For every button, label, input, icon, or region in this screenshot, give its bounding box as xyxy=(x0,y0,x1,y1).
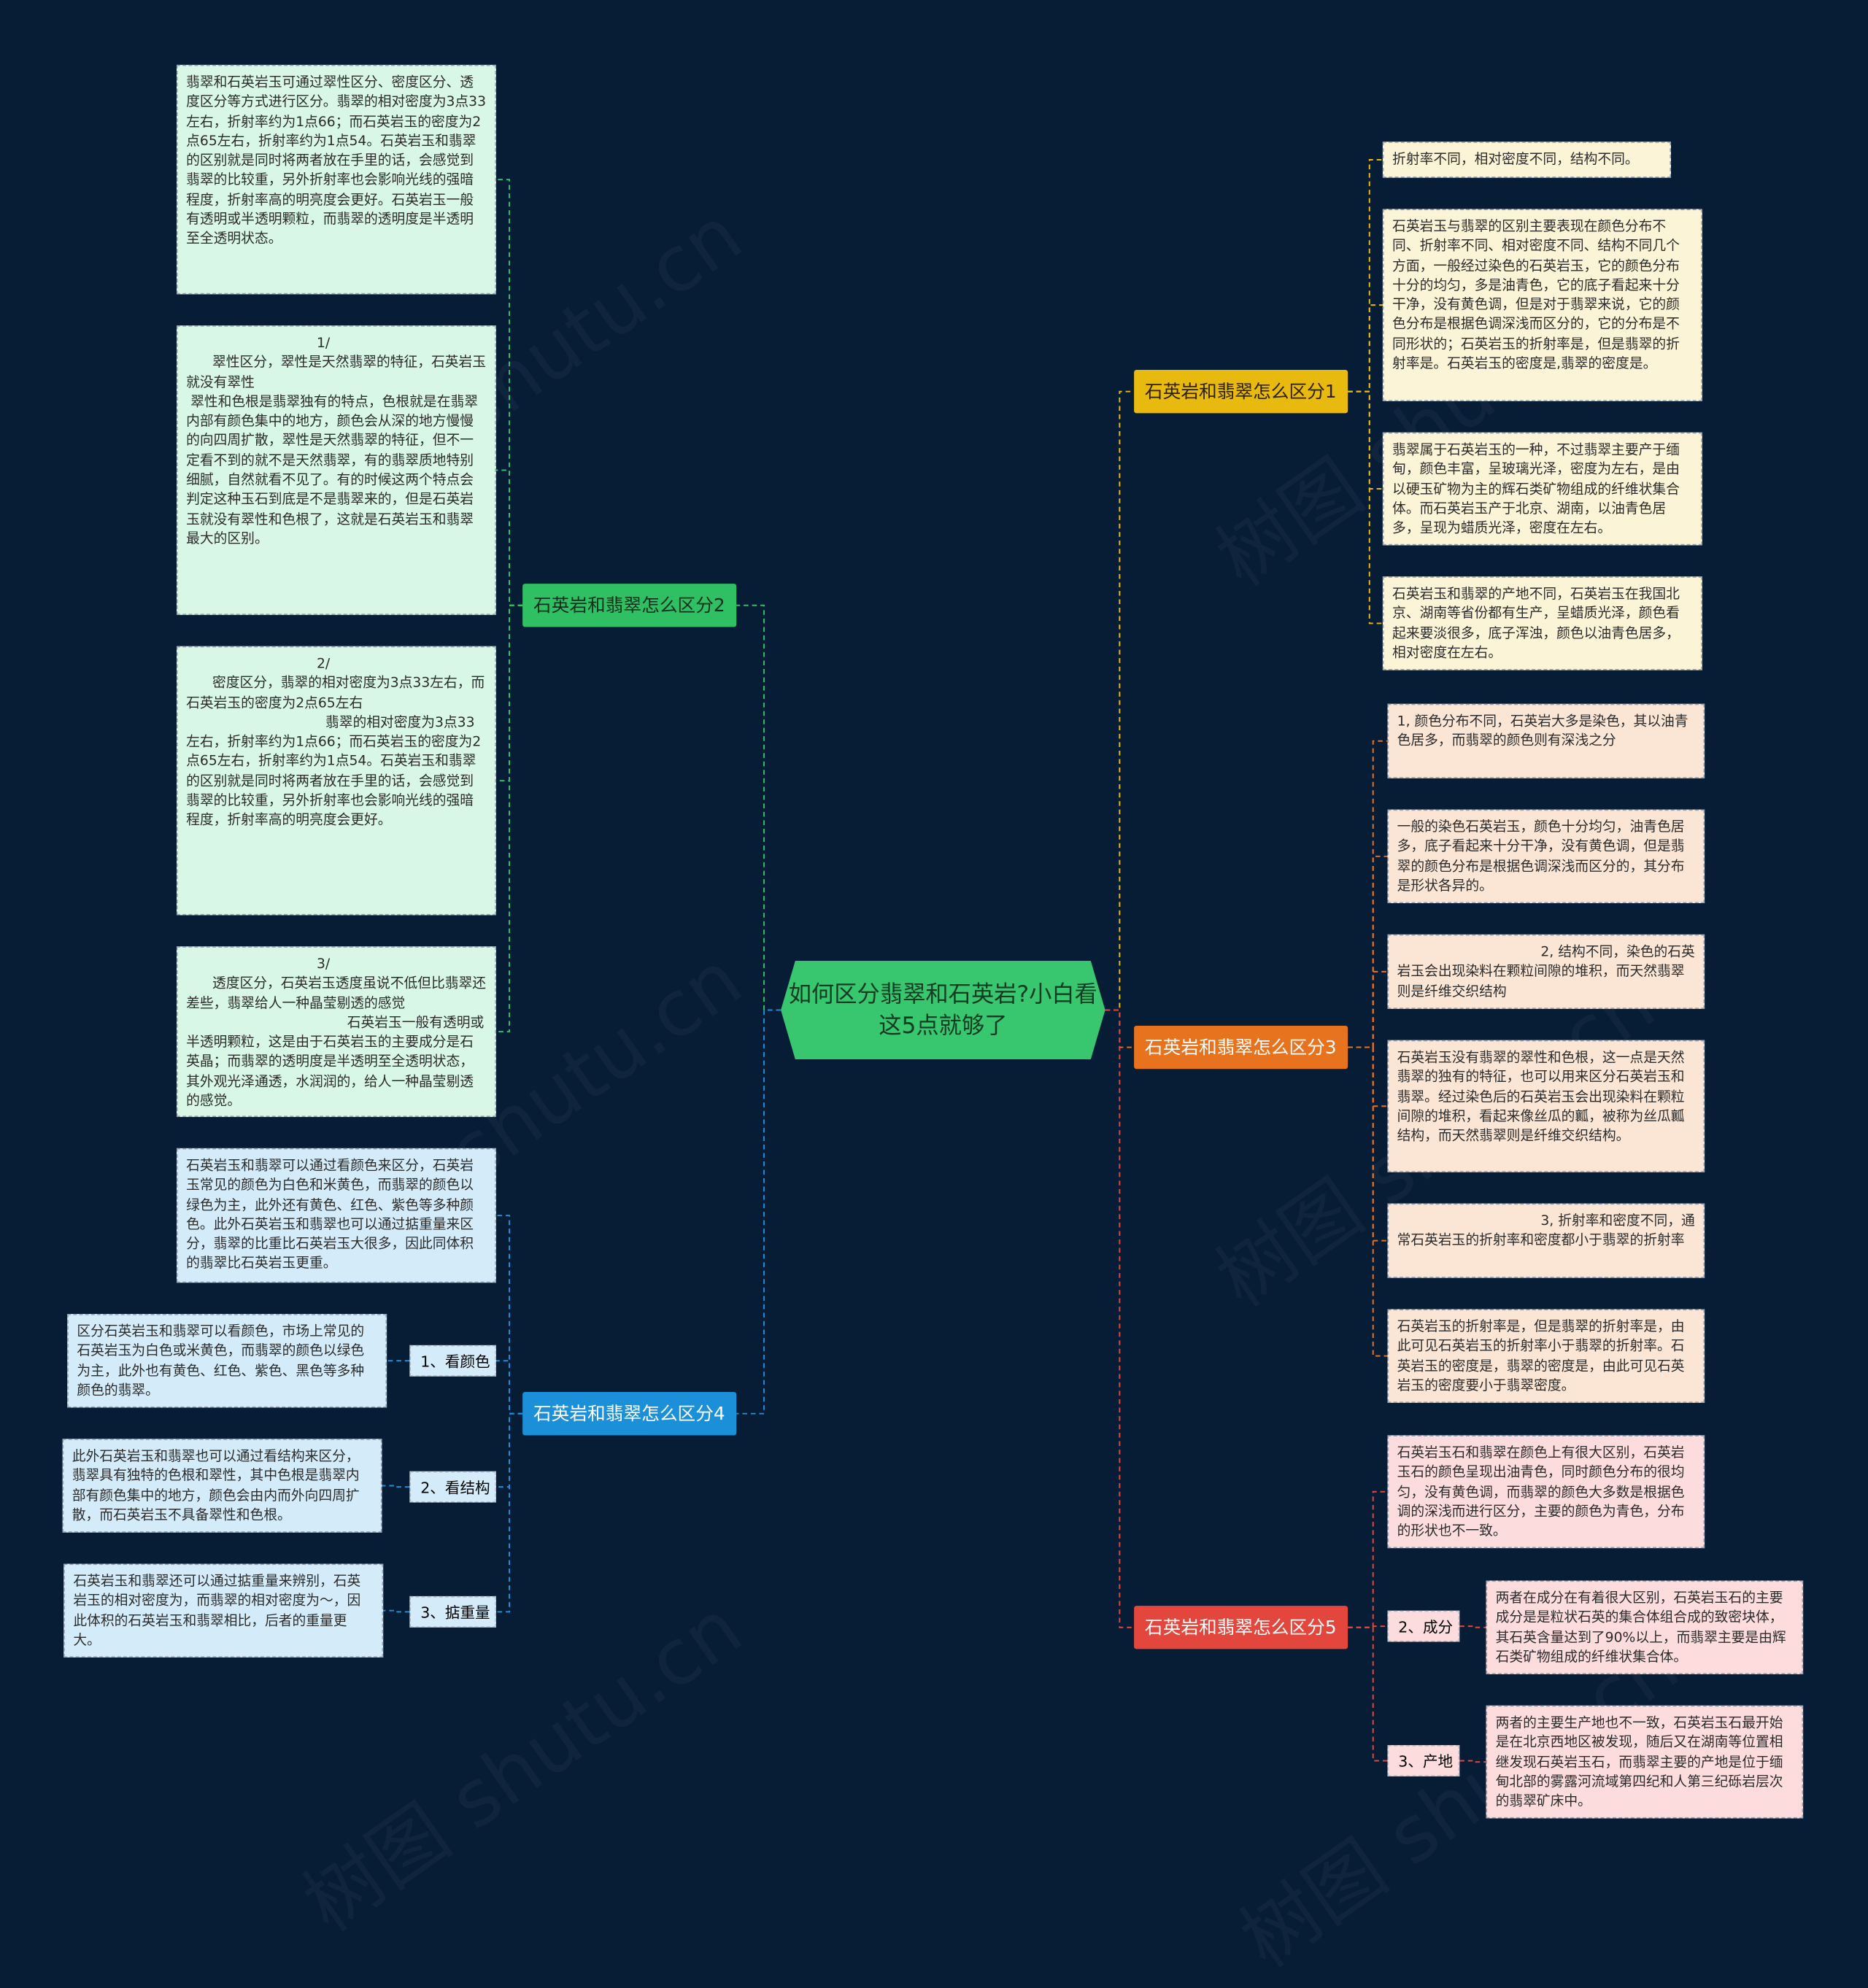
branch-topic-5[interactable]: 石英岩和翡翠怎么区分5 xyxy=(1134,1606,1348,1649)
leaf-note[interactable]: 3/ 透度区分，石英岩玉透度虽说不低但比翡翠还差些，翡翠给人一种晶莹剔透的感觉 … xyxy=(177,946,496,1118)
branch-label: 石英岩和翡翠怎么区分2 xyxy=(533,594,725,616)
leaf-note[interactable]: 石英岩玉和翡翠还可以通过掂重量来辨别，石英岩玉的相对密度为，而翡翠的相对密度为～… xyxy=(63,1563,384,1658)
connector-line xyxy=(495,1412,523,1488)
branch-topic-4[interactable]: 石英岩和翡翠怎么区分4 xyxy=(522,1392,736,1436)
branch-label: 石英岩和翡翠怎么区分1 xyxy=(1144,380,1337,403)
connector-line xyxy=(1105,1009,1135,1048)
connector-line xyxy=(1348,970,1388,1048)
connector-line xyxy=(1348,1046,1388,1357)
leaf-note[interactable]: 1/ 翠性区分，翠性是天然翡翠的特征，石英岩玉就没有翠性 翠性和色根是翡翠独有的… xyxy=(177,325,496,615)
leaf-note[interactable]: 此外石英岩玉和翡翠也可以通过看结构来区分，翡翠具有独特的色根和翠性，其中色根是翡… xyxy=(62,1439,382,1533)
leaf-note[interactable]: 石英岩玉与翡翠的区别主要表现在颜色分布不同、折射率不同、相对密度不同、结构不同几… xyxy=(1382,209,1702,401)
connector-line xyxy=(1348,1046,1388,1107)
leaf-note[interactable]: 翡翠属于石英岩玉的一种，不过翡翠主要产于缅甸，颜色丰富，呈玻璃光泽，密度为左右，… xyxy=(1382,432,1702,546)
leaf-note[interactable]: 石英岩玉没有翡翠的翠性和色根，这一点是天然翡翠的独有的特征，也可以用来区分石英岩… xyxy=(1387,1040,1705,1172)
connector-line xyxy=(382,1485,410,1488)
leaf-note[interactable]: 两者的主要生产地也不一致，石英岩玉石最开始是在北京西地区被发现，随后又在湖南等位… xyxy=(1486,1705,1804,1819)
connector-line xyxy=(495,1215,523,1415)
leaf-note[interactable]: 翡翠和石英岩玉可通过翠性区分、密度区分、透度区分等方式进行区分。翡翠的相对密度为… xyxy=(177,64,496,295)
connector-line xyxy=(495,604,523,1033)
leaf-note[interactable]: 石英岩玉和翡翠的产地不同，石英岩玉在我国北京、湖南等省份都有生产，呈蜡质光泽，颜… xyxy=(1382,576,1702,670)
connector-line xyxy=(1348,158,1383,392)
connector-line xyxy=(1348,1046,1388,1242)
leaf-note[interactable]: 区分石英岩玉和翡翠可以看颜色，市场上常见的石英岩玉为白色或米黄色，而翡翠的颜色以… xyxy=(67,1314,387,1408)
connector-line xyxy=(495,469,523,606)
connector-line xyxy=(1348,855,1388,1048)
connector-line xyxy=(495,1412,523,1613)
leaf-note[interactable]: 一般的染色石英岩玉，颜色十分均匀，油青色居多，底子看起来十分干净，没有黄色调，但… xyxy=(1387,809,1705,904)
connector-line xyxy=(1348,304,1383,392)
root-topic-label: 如何区分翡翠和石英岩?小白看这5点就够了 xyxy=(788,981,1097,1040)
sub-topic-structure[interactable]: 2、看结构 xyxy=(409,1471,496,1503)
leaf-note[interactable]: 1, 颜色分布不同，石英岩大多是染色，其以油青色居多，而翡翠的颜色则有深浅之分 xyxy=(1387,703,1705,778)
connector-line xyxy=(383,1609,410,1613)
connector-line xyxy=(1105,390,1135,1011)
leaf-note[interactable]: 2/ 密度区分，翡翠的相对密度为3点33左右，而石英岩玉的密度为2点65左右 翡… xyxy=(177,646,496,916)
mindmap-canvas: 树图 shutu.cn 树图 shutu.cn 树图 shutu.cn 树图 s… xyxy=(62,64,1804,1819)
connector-line xyxy=(1348,390,1383,490)
leaf-note[interactable]: 3, 折射率和密度不同，通常石英岩玉的折射率和密度都小于翡翠的折射率 xyxy=(1387,1203,1705,1278)
branch-label: 石英岩和翡翠怎么区分5 xyxy=(1144,1616,1337,1639)
connector-line xyxy=(736,1009,781,1415)
connector-line xyxy=(495,1360,523,1415)
root-topic[interactable]: 如何区分翡翠和石英岩?小白看这5点就够了 xyxy=(781,961,1105,1059)
leaf-note[interactable]: 石英岩玉和翡翠可以通过看颜色来区分，石英岩玉常见的颜色为白色和米黄色，而翡翠的颜… xyxy=(177,1148,496,1283)
connector-line xyxy=(1348,1490,1388,1628)
branch-label: 石英岩和翡翠怎么区分3 xyxy=(1144,1036,1337,1059)
branch-topic-1[interactable]: 石英岩和翡翠怎么区分1 xyxy=(1134,370,1348,414)
sub-topic-composition[interactable]: 2、成分 xyxy=(1387,1610,1460,1642)
connector-line xyxy=(736,604,781,1011)
leaf-note[interactable]: 石英岩玉的折射率是，但是翡翠的折射率是，由此可见石英岩玉的折射率小于翡翠的折射率… xyxy=(1387,1309,1705,1403)
connector-line xyxy=(495,179,523,606)
sub-topic-color[interactable]: 1、看颜色 xyxy=(409,1345,496,1377)
leaf-note[interactable]: 两者在成分在有着很大区别，石英岩玉石的主要成分是是粒状石英的集合体组合成的致密块… xyxy=(1486,1580,1804,1674)
connector-line xyxy=(1348,740,1388,1048)
branch-topic-3[interactable]: 石英岩和翡翠怎么区分3 xyxy=(1134,1025,1348,1070)
sub-topic-origin[interactable]: 3、产地 xyxy=(1387,1745,1460,1776)
leaf-note[interactable]: 石英岩玉石和翡翠在颜色上有很大区别，石英岩玉石的颜色呈现出油青色，同时颜色分布的… xyxy=(1387,1435,1705,1549)
branch-topic-2[interactable]: 石英岩和翡翠怎么区分2 xyxy=(522,584,736,627)
connector-lines xyxy=(382,158,1486,1763)
leaf-note[interactable]: 2, 结构不同，染色的石英岩玉会出现染料在颗粒间隙的堆积，而天然翡翠则是纤维交织… xyxy=(1387,934,1705,1009)
connector-line xyxy=(1459,1625,1486,1628)
leaf-note[interactable]: 折射率不同，相对密度不同，结构不同。 xyxy=(1382,142,1672,178)
sub-topic-weight[interactable]: 3、掂重量 xyxy=(409,1596,496,1628)
branch-label: 石英岩和翡翠怎么区分4 xyxy=(533,1402,725,1425)
connector-line xyxy=(1348,1626,1388,1762)
connector-line xyxy=(1105,1009,1135,1628)
connector-line xyxy=(1348,390,1383,624)
connector-line xyxy=(1459,1760,1486,1763)
